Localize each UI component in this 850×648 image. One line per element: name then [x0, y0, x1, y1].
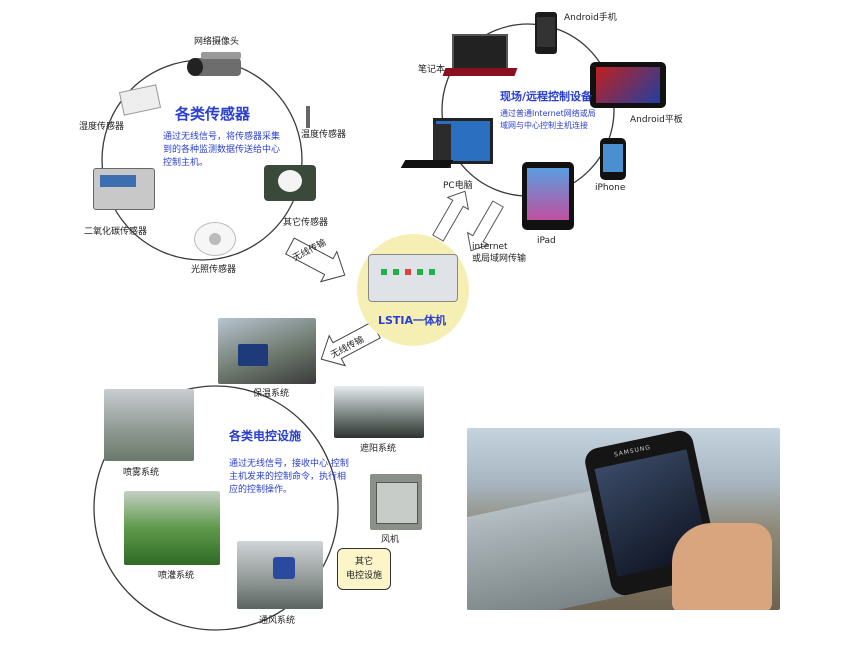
phone-in-hand-photo: SAMSUNG: [467, 428, 780, 610]
insulation-photo: [218, 318, 316, 384]
iphone-label: iPhone: [595, 183, 626, 193]
control-description: 通过无线信号，接收中心 控制 主机发来的控制命令，执行相 应的控制操作。: [229, 459, 349, 495]
shade-label: 遮阳系统: [360, 444, 397, 454]
android-tablet-label: Android平板: [630, 115, 683, 125]
ipad-icon: [522, 162, 574, 230]
sensors-description: 通过无线信号，将传感器采集 到的各种监测数据传送给中心 控制主机。: [163, 132, 281, 168]
laptop-icon: [442, 34, 518, 80]
camera-icon: [183, 52, 243, 80]
android-phone-icon: [535, 12, 557, 54]
shade-photo: [334, 386, 424, 438]
camera-label: 网络摄像头: [194, 37, 240, 47]
internet-arrow-down: [466, 200, 504, 252]
irrigation-photo: [124, 491, 220, 565]
ventilation-photo: [237, 541, 323, 609]
pc-icon: [400, 118, 493, 174]
pc-label: PC电脑: [443, 181, 473, 191]
mist-photo: [104, 389, 194, 461]
light-label: 光照传感器: [191, 265, 237, 275]
iphone-icon: [600, 138, 626, 180]
hub-label: LSTIA一体机: [378, 314, 447, 327]
internet-arrow-up: [432, 190, 470, 242]
android-phone-label: Android手机: [564, 13, 617, 23]
remote-description: 通过普通Internet网络或局 域网与中心控制主机连接: [500, 109, 596, 130]
sensors-title: 各类传感器: [175, 105, 251, 123]
other-control-box: 其它 电控设施: [337, 548, 391, 590]
irrigation-label: 喷灌系统: [158, 571, 195, 581]
hand-shape: [672, 523, 772, 610]
mist-label: 喷雾系统: [123, 468, 160, 478]
wireless-arrow-in: [285, 237, 346, 283]
internet-label: internet 或局域网传输: [472, 242, 527, 264]
co2-sensor-icon: [93, 168, 155, 210]
android-tablet-icon: [590, 62, 666, 108]
co2-label: 二氧化碳传感器: [84, 227, 148, 237]
control-title: 各类电控设施: [229, 429, 302, 443]
insulation-label: 保温系统: [253, 389, 290, 399]
laptop-label: 笔记本: [418, 65, 446, 75]
ipad-label: iPad: [537, 236, 556, 246]
humidity-label: 湿度传感器: [79, 122, 125, 132]
hub-device-icon: [368, 254, 458, 302]
fan-label: 风机: [381, 535, 400, 545]
fan-photo: [370, 474, 422, 530]
control-ring: [93, 385, 339, 631]
temperature-label: 温度传感器: [301, 130, 347, 140]
other-sensor-label: 其它传感器: [283, 218, 329, 228]
other-sensor-icon: [264, 165, 316, 201]
remote-title: 现场/远程控制设备: [500, 90, 593, 103]
wireless-arrow-out: [320, 321, 381, 367]
light-sensor-icon: [194, 222, 236, 256]
ventilation-label: 通风系统: [259, 616, 296, 626]
temperature-probe-icon: [306, 106, 310, 128]
